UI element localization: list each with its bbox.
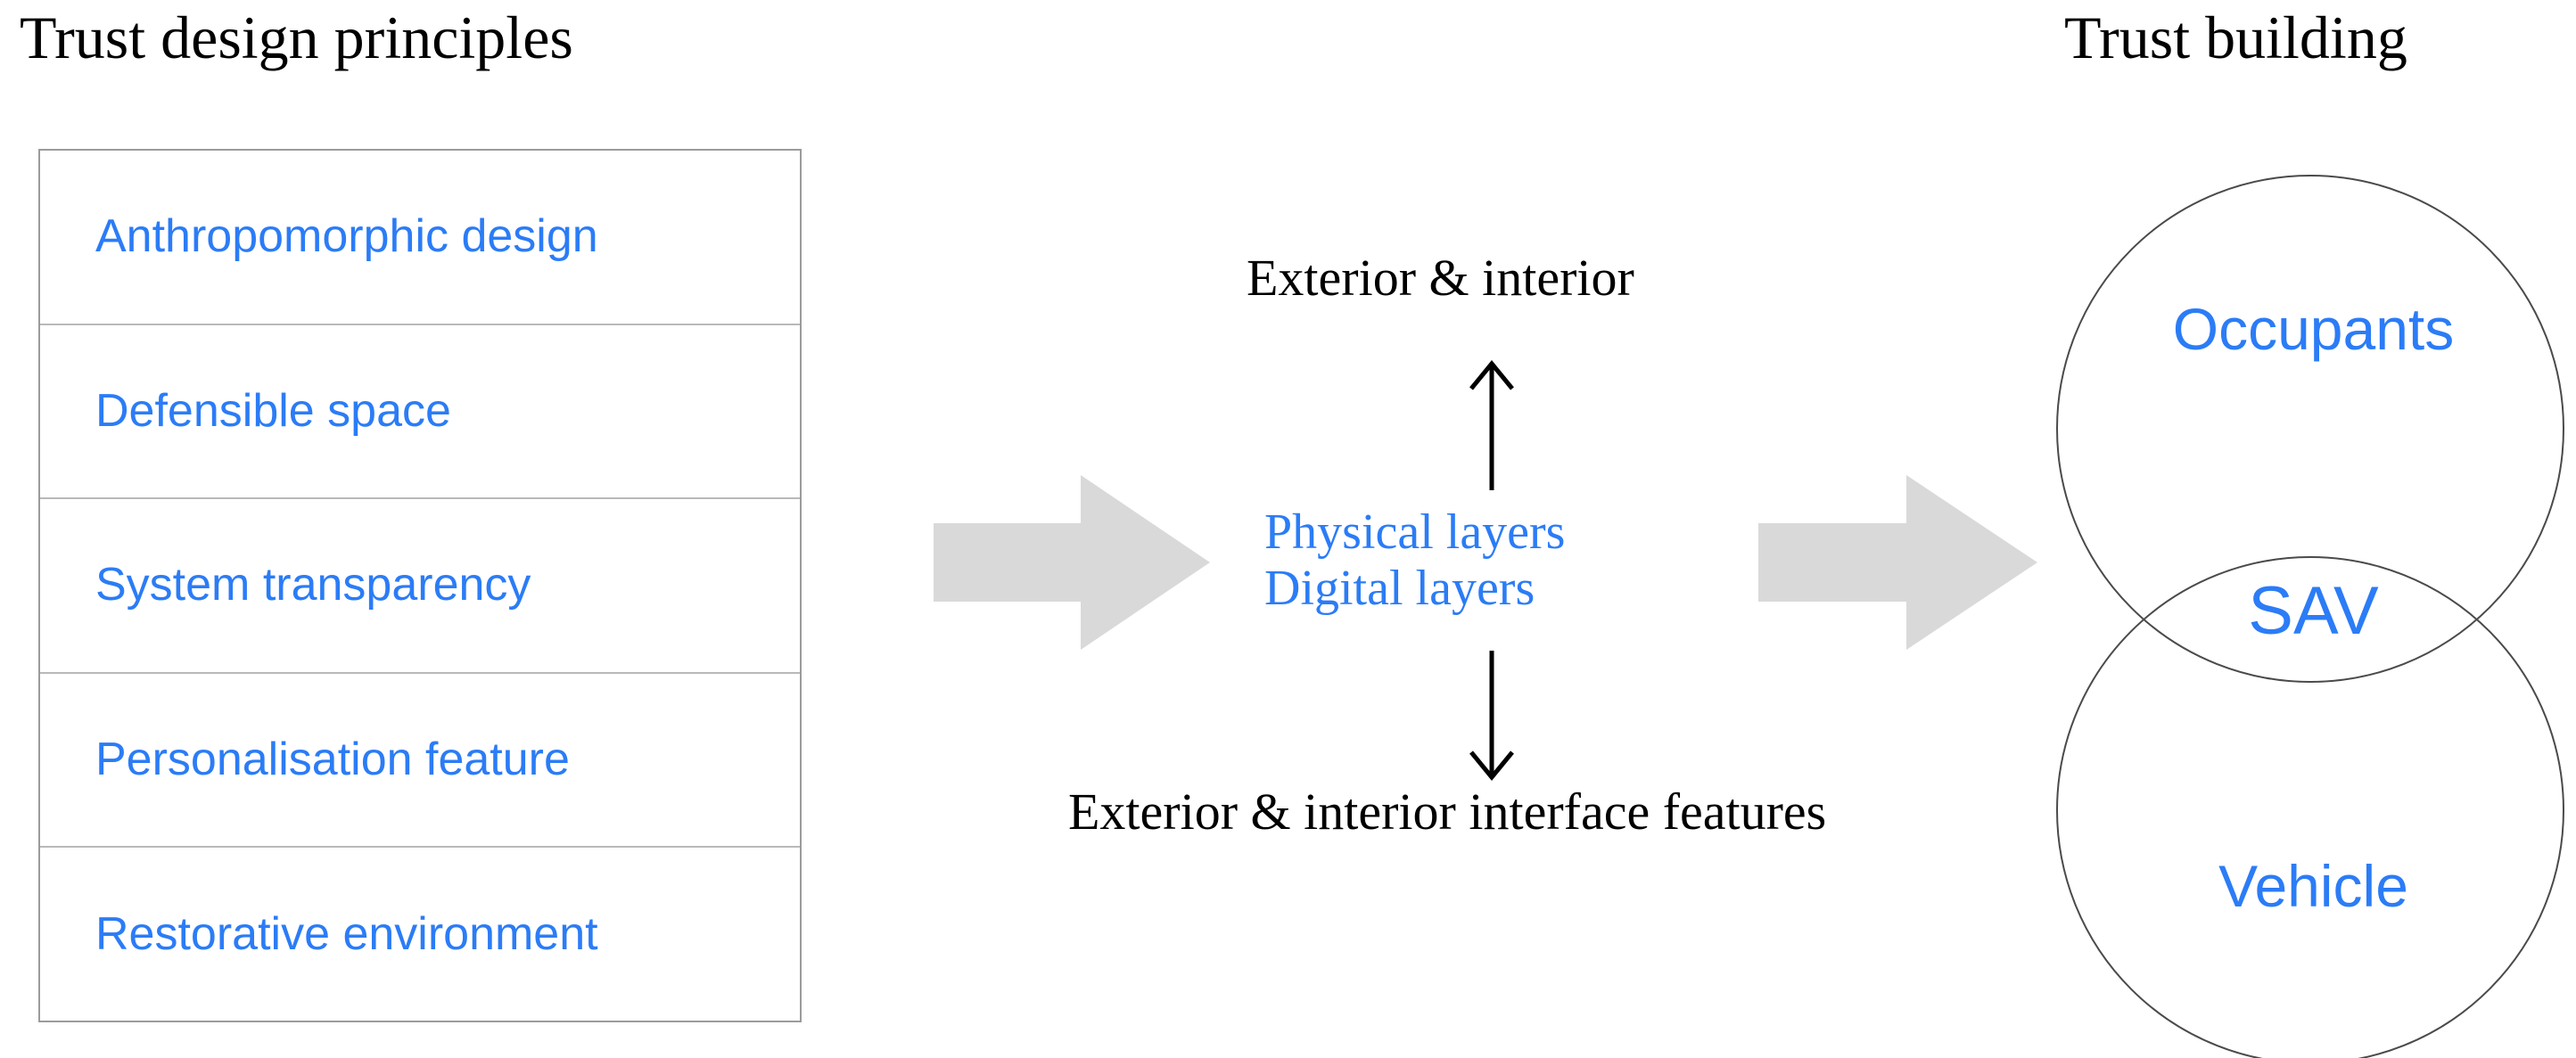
page-title-trust-building: Trust building [2064, 4, 2407, 71]
table-row[interactable]: System transparency [40, 499, 800, 674]
venn-label-occupants: Occupants [2172, 296, 2455, 362]
principle-label: Restorative environment [95, 907, 598, 960]
venn-label-sav: SAV [2248, 573, 2379, 649]
arrow-up-icon [1456, 357, 1527, 490]
principle-label: System transparency [95, 559, 531, 611]
label-digital-layers: Digital layers [1264, 560, 1535, 616]
principle-label: Anthropomorphic design [95, 210, 598, 263]
label-exterior-interior: Exterior & interior [1247, 249, 1634, 307]
principle-label: Personalisation feature [95, 733, 570, 785]
block-arrow-right-icon [934, 475, 1210, 650]
block-arrow-right-icon [1758, 475, 2037, 650]
label-physical-layers: Physical layers [1264, 504, 1566, 560]
table-row[interactable]: Defensible space [40, 325, 800, 500]
label-exterior-interior-interface-features: Exterior & interior interface features [1068, 783, 1827, 841]
table-row[interactable]: Personalisation feature [40, 674, 800, 849]
table-row[interactable]: Restorative environment [40, 848, 800, 1021]
arrow-down-icon [1456, 651, 1527, 784]
layers-text-block: Physical layers Digital layers [1264, 504, 1565, 616]
venn-label-vehicle: Vehicle [2218, 853, 2408, 919]
page-title-trust-design-principles: Trust design principles [20, 4, 573, 71]
venn-circle-vehicle [2056, 556, 2564, 1058]
venn-diagram: Occupants SAV Vehicle [2051, 175, 2576, 1058]
table-row[interactable]: Anthropomorphic design [40, 151, 800, 325]
principle-label: Defensible space [95, 384, 451, 437]
trust-design-principles-table: Anthropomorphic design Defensible space … [38, 149, 802, 1022]
